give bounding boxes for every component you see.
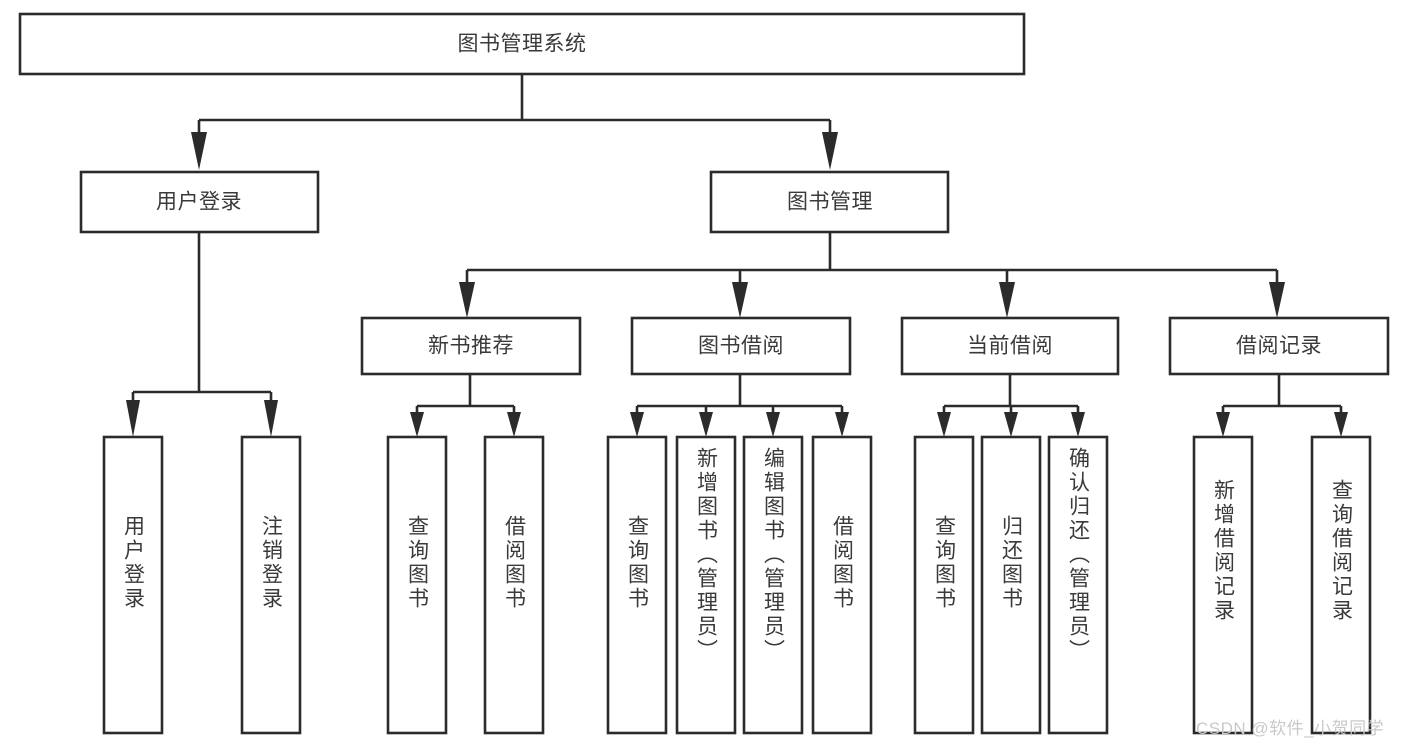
connector-group-user-login <box>126 232 278 437</box>
arrow-head-book-manage <box>822 132 838 170</box>
node-book-manage[interactable]: 图书管理 <box>709 170 950 234</box>
arrow-head-leaf-query-book-2 <box>630 412 644 437</box>
leaf-box-return-book[interactable] <box>980 435 1042 735</box>
node-book-borrow-box[interactable] <box>630 316 852 376</box>
leaf-box-user-login[interactable] <box>102 435 164 735</box>
leaf-box-query-book-2[interactable] <box>606 435 668 735</box>
node-user-login-label: 用户登录 <box>156 191 242 214</box>
arrow-head-leaf-return-book <box>1004 412 1018 437</box>
node-current-borrow[interactable]: 当前借阅 <box>900 316 1120 376</box>
node-root[interactable]: 图书管理系统 <box>18 12 1026 76</box>
node-current-borrow-box[interactable] <box>900 316 1120 376</box>
node-root-label: 图书管理系统 <box>458 33 587 56</box>
node-book-manage-box[interactable] <box>709 170 950 234</box>
leaf-box-confirm-return[interactable] <box>1047 435 1109 735</box>
node-book-manage-label: 图书管理 <box>787 191 873 214</box>
arrow-head-leaf-query-book-1 <box>410 412 424 437</box>
arrow-head-leaf-add-record <box>1216 412 1230 437</box>
connector-group-book-borrow <box>630 374 849 437</box>
node-book-borrow-label: 图书借阅 <box>698 335 784 358</box>
arrow-head-leaf-user-login <box>126 400 140 437</box>
leaf-box-logout-login[interactable] <box>240 435 302 735</box>
arrow-head-user-login <box>191 132 207 170</box>
arrow-head-borrow-record <box>1269 282 1285 318</box>
csdn-watermark: CSDN @软件_小贺同学 <box>1196 719 1385 738</box>
leaf-boxes <box>102 435 1372 735</box>
leaf-box-query-book-3[interactable] <box>913 435 975 735</box>
arrow-head-leaf-borrow-book-2 <box>835 412 849 437</box>
node-new-book-recommend[interactable]: 新书推荐 <box>360 316 582 376</box>
arrow-head-leaf-logout-login <box>264 400 278 437</box>
node-borrow-record-label: 借阅记录 <box>1236 335 1322 358</box>
arrow-head-leaf-query-book-3 <box>937 412 951 437</box>
arrow-head-book-borrow <box>732 282 748 318</box>
connector-group-root <box>191 74 838 170</box>
leaf-box-query-book-1[interactable] <box>386 435 448 735</box>
leaf-box-borrow-book-2[interactable] <box>811 435 873 735</box>
node-new-book-recommend-label: 新书推荐 <box>428 335 514 358</box>
node-borrow-record[interactable]: 借阅记录 <box>1168 316 1390 376</box>
node-user-login[interactable]: 用户登录 <box>79 170 320 234</box>
arrow-head-leaf-borrow-book-1 <box>507 412 521 437</box>
node-user-login-box[interactable] <box>79 170 320 234</box>
node-book-borrow[interactable]: 图书借阅 <box>630 316 852 376</box>
connector-group-book-manage <box>459 232 1285 318</box>
arrow-head-leaf-confirm-return <box>1071 412 1085 437</box>
leaf-box-query-record[interactable] <box>1310 435 1372 735</box>
arrow-head-leaf-add-book <box>699 412 713 437</box>
arrow-head-current-borrow <box>999 282 1015 318</box>
node-borrow-record-box[interactable] <box>1168 316 1390 376</box>
leaf-box-borrow-book-1[interactable] <box>483 435 545 735</box>
arrow-head-new-book-recommend <box>459 282 475 318</box>
connector-group-current-borrow <box>937 374 1085 437</box>
leaf-box-add-record[interactable] <box>1192 435 1254 735</box>
node-current-borrow-label: 当前借阅 <box>967 335 1053 358</box>
leaf-box-edit-book[interactable] <box>742 435 804 735</box>
arrow-head-leaf-edit-book <box>766 412 780 437</box>
connector-group-new-book-recommend <box>410 374 521 437</box>
node-new-book-recommend-box[interactable] <box>360 316 582 376</box>
arrow-head-leaf-query-record <box>1334 412 1348 437</box>
connector-group-borrow-record <box>1216 374 1348 437</box>
leaf-box-add-book[interactable] <box>675 435 737 735</box>
node-root-box[interactable] <box>18 12 1026 76</box>
